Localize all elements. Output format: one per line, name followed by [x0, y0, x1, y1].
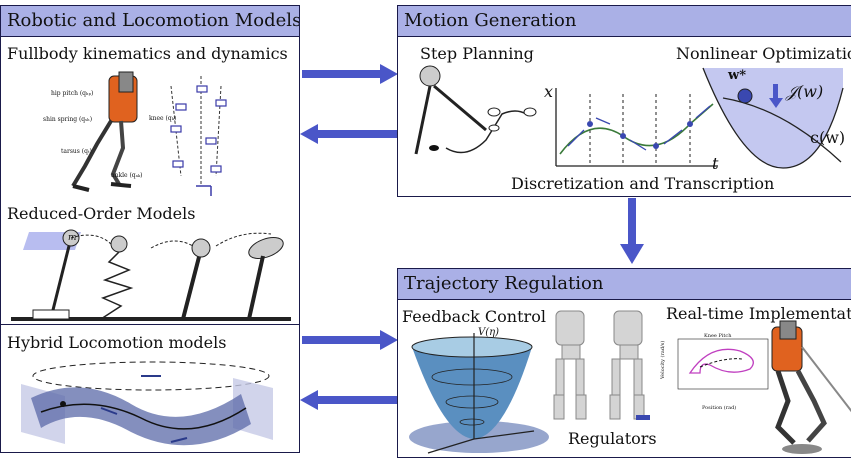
- hybrid-ribbon-figure: [21, 361, 273, 446]
- discretization-label: Discretization and Transcription: [511, 174, 775, 193]
- phase-ylabel: Velocity (rad/s): [660, 340, 666, 379]
- optimization-bowl-figure: [702, 67, 844, 169]
- trajectory-regulation-title: Trajectory Regulation: [398, 269, 851, 300]
- step-planning-label: Step Planning: [420, 44, 534, 63]
- step-planning-figure: [414, 65, 537, 155]
- hybrid-label: Hybrid Locomotion models: [7, 333, 227, 352]
- reduced-order-label: Reduced-Order Models: [7, 204, 196, 223]
- nonlinear-opt-label: Nonlinear Optimization: [676, 44, 851, 63]
- arrow-from-trajectory-regulation: [300, 390, 398, 410]
- axis-x-label: x: [544, 82, 554, 101]
- tarsus-annotation: tarsus (qₜ): [61, 148, 92, 155]
- arrow-from-motion-generation: [300, 124, 398, 144]
- knee-annotation: knee (qₖ): [149, 115, 177, 122]
- robotic-models-title: Robotic and Locomotion Models: [1, 6, 299, 37]
- w-star-label: w*: [728, 68, 746, 83]
- phase-title: Knee Pitch: [704, 333, 732, 339]
- phase-portrait-figure: [677, 338, 769, 390]
- axis-t-label: t: [712, 154, 719, 173]
- hip-pitch-annotation: hip pitch (qₕₚ): [51, 90, 94, 97]
- arrow-to-motion-generation: [302, 64, 398, 84]
- shin-spring-annotation: shin spring (qₛₕ): [43, 116, 93, 123]
- regulator-robots-figure: [553, 310, 650, 420]
- realtime-robot-figure: [771, 320, 851, 454]
- rom-mass-label: m: [68, 233, 77, 243]
- left-panel-divider: [1, 324, 299, 325]
- fullbody-label: Fullbody kinematics and dynamics: [7, 44, 288, 63]
- lyapunov-label: V(η): [478, 327, 500, 338]
- feedback-control-label: Feedback Control: [402, 307, 546, 326]
- regulators-label: Regulators: [568, 429, 657, 448]
- robotic-models-panel: Robotic and Locomotion Models Fullbody k…: [0, 5, 300, 453]
- phase-xlabel: Position (rad): [702, 405, 737, 411]
- constraint-label: c(w): [810, 128, 846, 147]
- motion-generation-title: Motion Generation: [398, 6, 851, 37]
- lyapunov-bowl-figure: [409, 333, 549, 454]
- arrow-motion-to-trajectory: [620, 198, 644, 264]
- transcription-plot: [555, 88, 718, 167]
- realtime-label: Real-time Implementation: [666, 304, 851, 323]
- trajectory-regulation-panel: Trajectory Regulation Feedback Control R…: [397, 268, 851, 458]
- arrow-to-trajectory-regulation: [302, 330, 398, 350]
- ankle-annotation: ankle (qₐₖ): [111, 172, 143, 179]
- cost-label: 𝒥(w): [786, 82, 824, 101]
- reduced-order-figure: [11, 229, 291, 321]
- fullbody-robot-figure: [71, 71, 227, 196]
- motion-generation-panel: Motion Generation Step Planning Nonlinea…: [397, 5, 851, 197]
